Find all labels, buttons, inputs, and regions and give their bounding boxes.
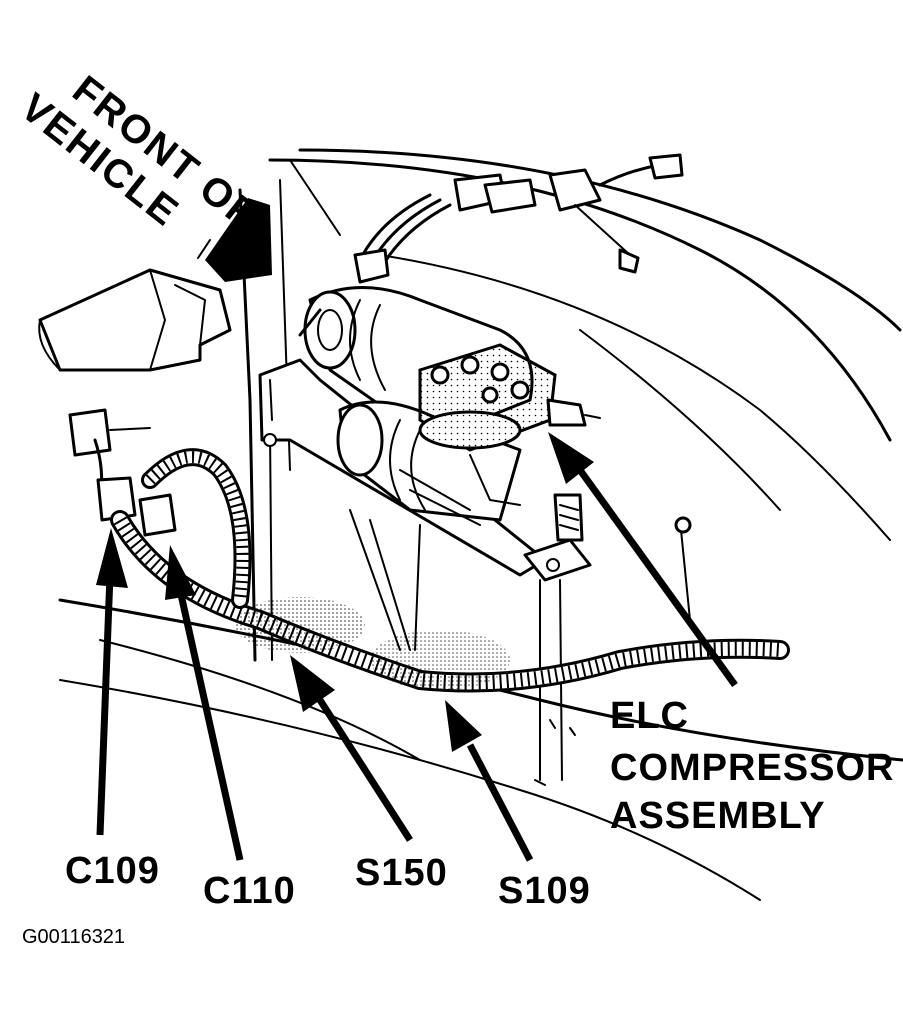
compressor-head: [399, 343, 601, 526]
splice-shading: [235, 509, 510, 690]
front-direction-arrow: [197, 198, 272, 282]
component-label: ELC COMPRESSOR ASSEMBLY: [610, 695, 894, 837]
callout-s109: S109: [498, 870, 591, 912]
c110-arrowhead: [165, 545, 196, 600]
mount-bolt: [549, 493, 584, 736]
figure-id: G00116321: [22, 926, 125, 948]
assembly-label: ASSEMBLY: [610, 795, 826, 837]
elc-label: ELC: [610, 695, 689, 737]
s150-arrowhead: [290, 655, 335, 712]
compressor-label: COMPRESSOR: [610, 747, 894, 789]
c109-arrowhead: [96, 528, 128, 588]
elc-arrowhead: [548, 432, 594, 484]
leader-arrows: [96, 432, 738, 862]
callout-s150: S150: [355, 852, 448, 894]
callout-c109: C109: [65, 850, 160, 892]
s109-arrowhead: [445, 700, 482, 752]
callout-c110: C110: [203, 870, 296, 912]
left-mount-bracket: [38, 268, 232, 372]
compressor-motor: [303, 286, 534, 522]
left-connectors: [68, 408, 177, 537]
top-wiring: [298, 153, 684, 337]
